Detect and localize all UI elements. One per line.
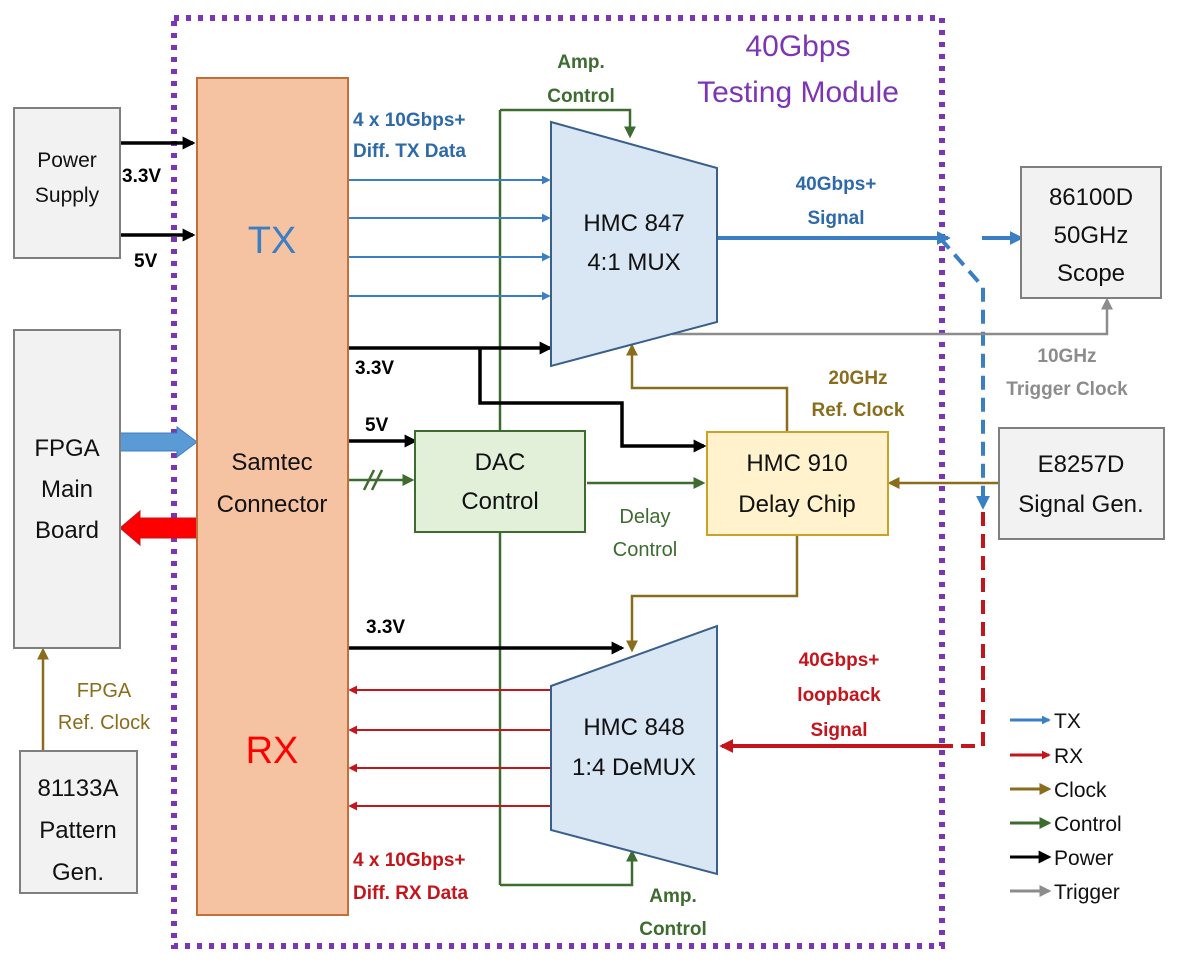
module-title-line2: Testing Module: [697, 76, 899, 109]
demux-3v3-label: 3.3V: [366, 617, 405, 638]
signal-40g-label-2: Signal: [807, 208, 864, 229]
supply-5v-label: 5V: [134, 251, 158, 272]
samtec-tx-label: TX: [248, 220, 297, 262]
legend-power-label: Power: [1054, 847, 1114, 870]
rx-lines: [348, 685, 551, 811]
loopback-label-2: loopback: [797, 685, 881, 706]
trigger-line: [672, 297, 1113, 336]
loopback-label-3: Signal: [810, 720, 867, 741]
legend-trigger-label: Trigger: [1054, 881, 1120, 904]
amp-control-bottom-1: Amp.: [649, 886, 697, 907]
fpga-main-board-block: [13, 329, 121, 649]
scope-label-3: Scope: [1057, 260, 1125, 287]
fpga-tx-arrow: [119, 426, 198, 458]
mux-block: [550, 120, 718, 368]
siggen-label-2: Signal Gen.: [1018, 491, 1143, 518]
samtec-label-1: Samtec: [231, 449, 312, 476]
legend-control-label: Control: [1054, 813, 1122, 836]
amp-control-bottom-2: Control: [639, 919, 707, 940]
legend-clock-label: Clock: [1054, 779, 1107, 802]
scope-label-2: 50GHz: [1054, 222, 1129, 249]
scope-label-1: 86100D: [1049, 184, 1133, 211]
amp-control-top-2: Control: [547, 86, 615, 107]
loopback-label-1: 40Gbps+: [799, 650, 880, 671]
pattern-gen-label-1: 81133A: [38, 775, 119, 802]
fpga-label-2: Main: [41, 476, 93, 503]
rx-data-label-2: Diff. RX Data: [353, 883, 469, 904]
dac-label-1: DAC: [475, 449, 526, 476]
mux-label-2: 4:1 MUX: [587, 249, 680, 276]
tx-lines: [348, 175, 551, 301]
dac-label-2: Control: [461, 488, 538, 515]
legend-rx-label: RX: [1054, 745, 1083, 768]
pattern-gen-block: [19, 750, 138, 894]
rx-loopback-dashed: [942, 512, 985, 748]
power-supply-label-1: Power: [37, 149, 97, 172]
fpga-label-1: FPGA: [34, 435, 99, 462]
fpga-label-3: Board: [35, 517, 99, 544]
testing-module-border: [171, 15, 945, 949]
signal-40g-label-1: 40Gbps+: [796, 174, 877, 195]
ref20-label-2: Ref. Clock: [812, 400, 905, 421]
delay-control-label-2: Control: [613, 539, 677, 561]
mux-3v3-label: 3.3V: [355, 358, 394, 379]
tx-loopback-dashed: [938, 236, 990, 510]
amp-control-top-1: Amp.: [557, 52, 605, 73]
legend-tx-label: TX: [1054, 710, 1081, 733]
control-bus-slash-2: [370, 469, 384, 491]
demux-label-1: HMC 848: [583, 714, 684, 741]
trigger-label-1: 10GHz: [1037, 346, 1096, 367]
ref20-label-1: 20GHz: [828, 368, 887, 389]
tx-data-label-2: Diff. TX Data: [353, 141, 466, 162]
demux-label-2: 1:4 DeMUX: [572, 754, 696, 781]
signal-gen-block: [998, 427, 1165, 540]
delay-control-label-1: Delay: [619, 506, 670, 528]
mux-label-1: HMC 847: [583, 210, 684, 237]
samtec-label-2: Connector: [217, 491, 328, 518]
delay-label-2: Delay Chip: [738, 491, 855, 518]
control-bus-slash-1: [362, 469, 376, 491]
clock-lines: [37, 343, 999, 751]
rx-data-label-1: 4 x 10Gbps+: [353, 850, 465, 871]
samtec-rx-label: RX: [246, 730, 299, 772]
trigger-label-2: Trigger Clock: [1006, 379, 1128, 400]
pattern-gen-label-2: Pattern: [39, 817, 116, 844]
samtec-connector-block: [196, 77, 349, 916]
delay-label-1: HMC 910: [746, 450, 847, 477]
dac-control-block: [414, 430, 586, 533]
dac-5v-label: 5V: [365, 415, 389, 436]
fpga-rx-arrow: [119, 509, 198, 547]
delay-chip-block: [706, 431, 889, 536]
power-supply-block: [13, 107, 121, 259]
supply-3v3-label: 3.3V: [122, 166, 161, 187]
scope-block: [1020, 166, 1162, 299]
legend: TX RX Clock Control Power Trigger: [1010, 710, 1122, 904]
tx-data-label-1: 4 x 10Gbps+: [353, 110, 465, 131]
fpga-ref-clock-label-1: FPGA: [77, 680, 132, 702]
siggen-label-1: E8257D: [1038, 451, 1125, 478]
fpga-ref-clock-label-2: Ref. Clock: [58, 712, 151, 734]
power-lines: [120, 136, 707, 655]
pattern-gen-label-3: Gen.: [52, 859, 104, 886]
power-supply-label-2: Supply: [35, 184, 100, 207]
demux-block: [550, 624, 718, 876]
module-title-line1: 40Gbps: [745, 30, 850, 63]
